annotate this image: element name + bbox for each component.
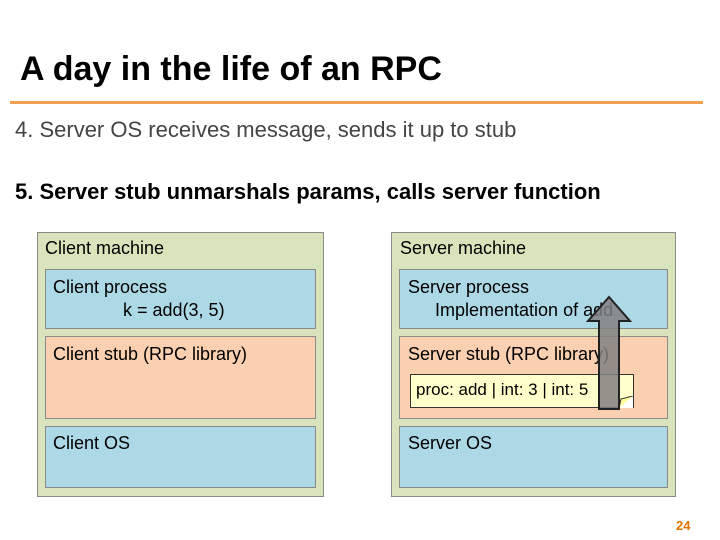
client-process-code: k = add(3, 5) — [123, 300, 225, 320]
client-machine-label: Client machine — [45, 238, 165, 258]
step-5-text: 5. Server stub unmarshals params, calls … — [15, 179, 601, 204]
client-process-label: Client process — [53, 277, 168, 297]
server-os-label: Server OS — [408, 433, 493, 453]
client-stub-box — [45, 336, 316, 419]
title-underline — [10, 101, 703, 104]
step-4-text: 4. Server OS receives message, sends it … — [15, 117, 517, 142]
up-arrow-icon — [586, 295, 632, 410]
server-machine-label: Server machine — [400, 238, 527, 258]
client-process-box — [45, 269, 316, 329]
server-process-label: Server process — [408, 277, 530, 297]
client-stub-label: Client stub (RPC library) — [53, 344, 248, 364]
server-process-detail: Implementation of add — [435, 300, 614, 320]
message-fold-corner — [619, 396, 633, 408]
slide-title: A day in the life of an RPC — [20, 50, 442, 88]
client-os-box — [45, 426, 316, 488]
server-stub-label: Server stub (RPC library) — [408, 344, 610, 364]
server-os-box — [399, 426, 668, 488]
rpc-message: proc: add | int: 3 | int: 5 — [410, 374, 634, 408]
client-os-label: Client OS — [53, 433, 131, 453]
page-number: 24 — [676, 518, 691, 533]
